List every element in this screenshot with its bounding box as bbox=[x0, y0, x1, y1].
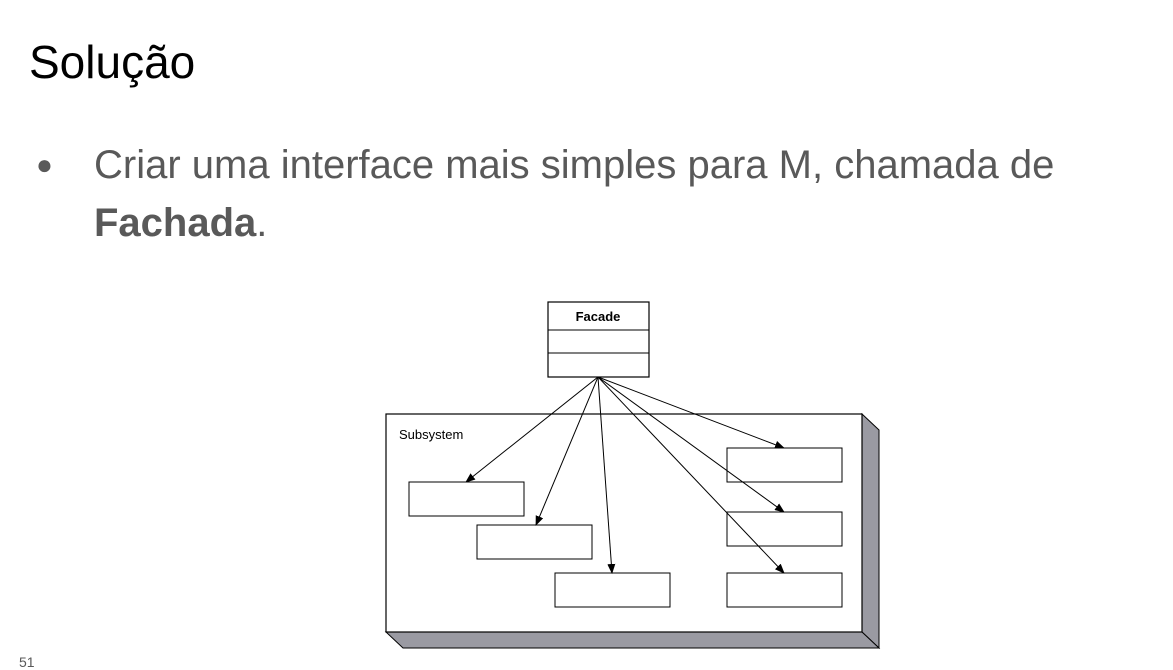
association-arrow bbox=[535, 376, 599, 526]
association-arrow bbox=[597, 376, 616, 574]
subsystem-shadow-right bbox=[861, 412, 880, 650]
association-arrow bbox=[597, 376, 785, 513]
slide-title: Solução bbox=[29, 36, 196, 88]
subsystem-label: Subsystem bbox=[399, 427, 463, 442]
association-arrow bbox=[465, 376, 599, 483]
bullet-bold-term: Fachada bbox=[94, 201, 257, 245]
subsystem-class-box bbox=[554, 572, 671, 608]
bullet-text: Criar uma interface mais simples para M,… bbox=[94, 136, 1154, 252]
subsystem-class-box bbox=[408, 481, 525, 517]
facade-class-box bbox=[547, 301, 650, 378]
subsystem-class-box bbox=[476, 524, 593, 560]
page-number: 51 bbox=[19, 654, 35, 670]
bullet-text-before: Criar uma interface mais simples para M,… bbox=[94, 143, 1055, 187]
facade-label: Facade bbox=[576, 309, 621, 324]
subsystem-shadow-bottom bbox=[384, 631, 881, 649]
subsystem-class-box bbox=[726, 511, 843, 547]
subsystem-class-box bbox=[726, 447, 843, 483]
association-arrow bbox=[597, 376, 785, 449]
subsystem-class-box bbox=[726, 572, 843, 608]
association-arrow bbox=[597, 376, 785, 574]
bullet-text-after: . bbox=[256, 201, 268, 245]
bullet-dot-icon: ● bbox=[36, 149, 53, 180]
